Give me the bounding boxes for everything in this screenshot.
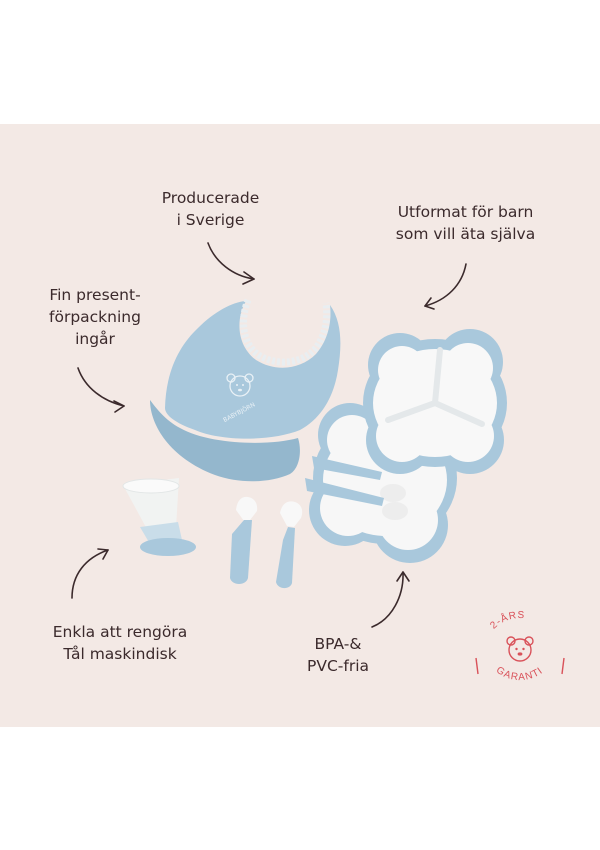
callout-utformat: Utformat för barn som vill äta själva bbox=[395, 203, 536, 243]
svg-text:GARANTI: GARANTI bbox=[494, 665, 545, 683]
badge-bottom-text: GARANTI bbox=[494, 665, 544, 683]
product-scene: BABYBJÖRN bbox=[71, 242, 565, 683]
bear-icon bbox=[226, 373, 254, 397]
arrow-icon bbox=[71, 548, 109, 599]
arrow-icon bbox=[207, 242, 255, 285]
cup-illustration bbox=[122, 478, 196, 556]
bib-illustration: BABYBJÖRN bbox=[150, 298, 341, 482]
arrow-icon bbox=[424, 263, 467, 310]
callout-bpa: BPA-& PVC-fria bbox=[307, 635, 369, 675]
arrow-icon bbox=[77, 367, 125, 413]
callout-producerade: Producerade i Sverige bbox=[161, 189, 260, 229]
plate-upper-illustration bbox=[363, 329, 507, 474]
badge-top-text: 2-ÅRS bbox=[488, 610, 524, 632]
callout-enkla: Enkla att rengöra Tål maskindisk bbox=[52, 623, 188, 663]
svg-text:2-ÅRS: 2-ÅRS bbox=[488, 610, 525, 632]
bear-icon bbox=[506, 636, 534, 662]
fork-set-illustration bbox=[230, 496, 303, 589]
guarantee-badge: 2-ÅRS GARANTI bbox=[475, 610, 565, 683]
arrow-icon bbox=[371, 571, 410, 628]
callout-present: Fin present- förpackning ingår bbox=[49, 286, 141, 348]
